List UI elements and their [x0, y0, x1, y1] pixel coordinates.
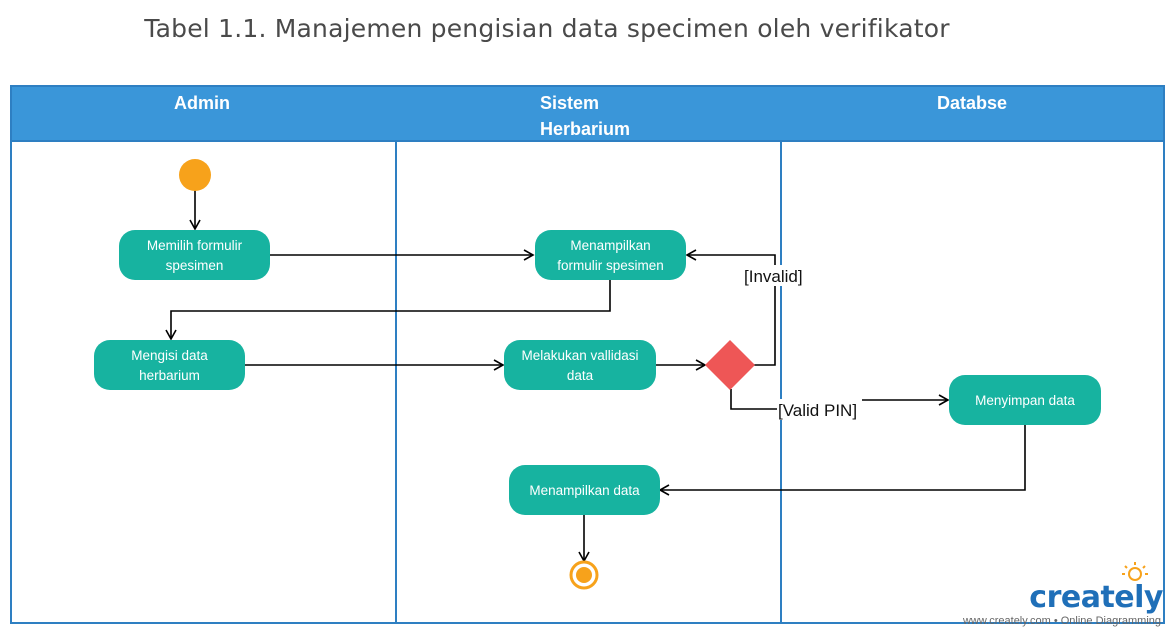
activity-label: Menampilkan — [570, 238, 650, 253]
decision-node[interactable] — [705, 340, 755, 390]
activity-pilih-formulir[interactable]: Memilih formulir spesimen — [119, 230, 270, 280]
activity-validasi[interactable]: Melakukan vallidasi data — [504, 340, 656, 390]
diagram-title: Tabel 1.1. Manajemen pengisian data spec… — [144, 14, 950, 43]
lane-outer-border — [10, 85, 1165, 624]
activity-label: Menampilkan data — [529, 483, 640, 498]
activity-label: Melakukan vallidasi — [521, 348, 638, 363]
activity-label: Menyimpan data — [975, 393, 1075, 408]
lane-header-bar — [10, 85, 1165, 142]
flow-simpan-to-tampil-data — [658, 425, 1026, 496]
lightbulb-icon — [1122, 562, 1148, 581]
guard-bg — [777, 399, 862, 420]
activity-label: spesimen — [166, 258, 224, 273]
activity-tampil-data[interactable]: Menampilkan data — [509, 465, 660, 515]
activity-label: herbarium — [139, 368, 200, 383]
swimlane-frame — [10, 85, 1165, 624]
activity-tampil-formulir[interactable]: Menampilkan formulir spesimen — [535, 230, 686, 280]
lane-title-sistem: Sistem — [540, 93, 599, 113]
activity-label: Mengisi data — [131, 348, 208, 363]
end-node[interactable] — [569, 560, 599, 590]
lane-title-admin: Admin — [174, 93, 230, 113]
start-node[interactable] — [179, 159, 211, 191]
flow-invalid-back — [685, 249, 776, 366]
lane-title-database: Databse — [937, 93, 1007, 113]
connectors — [165, 190, 1026, 563]
guard-bg — [742, 265, 806, 286]
activity-label: formulir spesimen — [557, 258, 664, 273]
activity-label: data — [567, 368, 594, 383]
activity-simpan[interactable]: Menyimpan data — [949, 375, 1101, 425]
creately-logo: creately — [1029, 580, 1163, 615]
activity-label: Memilih formulir — [147, 238, 243, 253]
flow-valid-part1 — [730, 389, 778, 410]
lane-title-sistem-line2: Herbarium — [540, 119, 630, 139]
guard-invalid: [Invalid] — [744, 267, 803, 286]
flow-tampil-to-isi — [165, 280, 611, 341]
creately-tagline: www.creately.com • Online Diagramming — [962, 615, 1161, 627]
guard-valid: [Valid PIN] — [778, 401, 857, 420]
activity-isi-data[interactable]: Mengisi data herbarium — [94, 340, 245, 390]
